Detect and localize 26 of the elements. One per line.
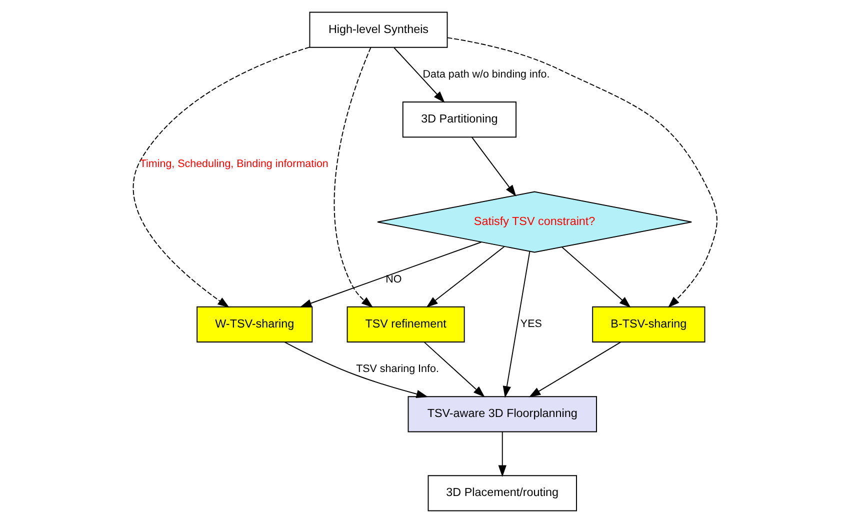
node-box: High-level Syntheis xyxy=(309,12,448,48)
node-box: 3D Partitioning xyxy=(402,102,517,138)
arrow xyxy=(528,342,622,398)
arrow xyxy=(334,46,374,308)
arrow xyxy=(561,246,631,308)
arrow xyxy=(426,246,505,308)
node-box: W-TSV-sharing xyxy=(196,306,313,342)
arrow xyxy=(132,46,310,308)
node-box: B-TSV-sharing xyxy=(592,306,706,342)
arrow xyxy=(424,342,485,398)
arrow xyxy=(446,37,718,308)
node-box: 3D Placement/routing xyxy=(428,475,577,512)
arrow xyxy=(498,431,506,477)
edge-label: YES xyxy=(520,318,542,330)
node-box: TSV-aware 3D Floorplanning xyxy=(408,396,597,432)
arrow xyxy=(502,250,530,398)
edge-label: NO xyxy=(386,273,402,286)
node-diamond: Satisfy TSV constraint? xyxy=(377,191,692,253)
arrow xyxy=(300,242,482,308)
node-box: TSV refinement xyxy=(346,306,465,342)
edge-label: TSV sharing Info. xyxy=(356,363,439,376)
arrow xyxy=(471,136,516,197)
arrow xyxy=(394,47,445,103)
edge-label: Data path w/o binding info. xyxy=(422,68,550,80)
edge-label: Timing, Scheduling, Binding information xyxy=(140,158,328,170)
arrow xyxy=(284,342,428,398)
